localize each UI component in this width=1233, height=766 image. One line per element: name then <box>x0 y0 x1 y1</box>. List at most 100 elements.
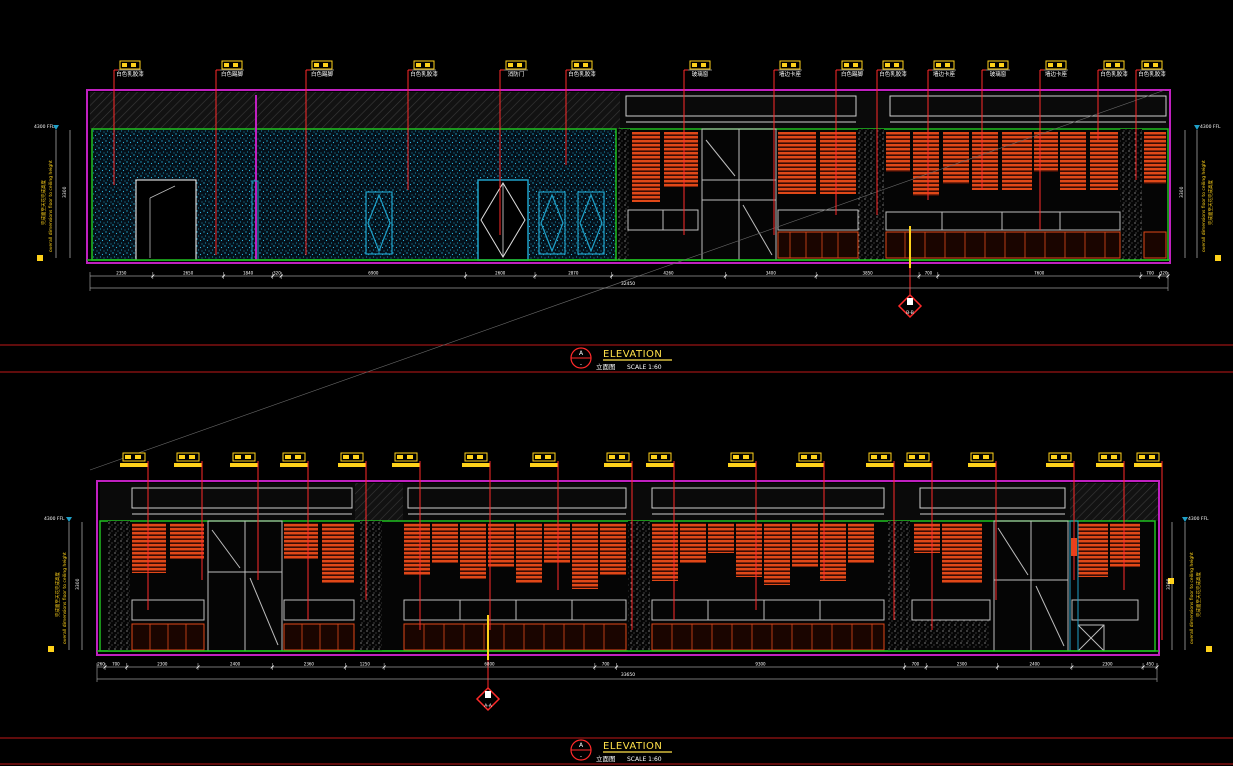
elevation-scale-a: SCALE 1:60 <box>627 364 662 371</box>
dimension-label-a: 1840 <box>243 271 254 276</box>
dimension-label-a: 3850 <box>863 271 874 276</box>
callout-tag-a: 白色乳胶漆 <box>565 60 596 165</box>
callout-tag-a: 墙边卡座 <box>927 60 956 200</box>
dimension-label-b: 2400 <box>230 662 241 667</box>
callout-tag-b <box>174 452 203 580</box>
elevation-a-frame <box>86 89 1171 264</box>
callout-tag-a: 墙边卡座 <box>1039 60 1068 230</box>
marker-sub-a: - <box>580 361 582 368</box>
callout-label: 白色乳胶漆 <box>1138 70 1166 78</box>
callout-label: 白色踢脚 <box>311 70 334 78</box>
marker-letter-b: A <box>579 742 584 749</box>
dimension-label-b: 9300 <box>755 662 766 667</box>
callout-tag-a: 白色乳胶漆 <box>876 60 907 215</box>
callout-tag-b <box>1134 452 1163 640</box>
glass-windows-b <box>131 520 1139 652</box>
callout-label: 墙边卡座 <box>1045 70 1068 78</box>
callout-label: 白色乳胶漆 <box>568 70 596 78</box>
dimension-label-a: 700 <box>925 271 933 276</box>
height-left-a: 3300 <box>62 186 68 198</box>
side-text-right-a-2: 完成面至天花完成高度 <box>1207 180 1214 225</box>
height-right-b: 3300 <box>1166 578 1172 590</box>
level-left-a: 4300 FFL <box>34 124 55 130</box>
dimension-label-b: 700 <box>912 662 920 667</box>
callout-tag-a: 白色踢脚 <box>305 60 334 255</box>
callout-label: 白色踢脚 <box>221 70 244 78</box>
slat-panels-a <box>632 132 1166 202</box>
callout-tag-a: 玻璃窗 <box>981 60 1010 190</box>
side-text-left-b-2: 完成面至天花完成高度 <box>54 572 61 617</box>
elevation-subtitle-a: 立面图 <box>596 362 616 371</box>
elevation-title-a: ELEVATION <box>603 349 662 360</box>
callout-label: 消防门 <box>508 70 525 78</box>
callout-label: 玻璃窗 <box>692 70 709 78</box>
callout-tag-b <box>646 452 675 620</box>
callout-tag-a: 玻璃窗 <box>683 60 712 235</box>
callout-tag-a: 白色乳胶漆 <box>113 60 144 185</box>
callout-tag-a: 白色踢脚 <box>835 60 864 215</box>
side-text-left-b-1: overall dimensions floor to ceiling heig… <box>62 552 68 644</box>
callout-tag-b <box>530 452 559 590</box>
side-text-right-b-1: overall dimensions floor to ceiling heig… <box>1189 552 1195 644</box>
dimension-label-b: 2300 <box>1102 662 1113 667</box>
section-marker-a: B-B <box>897 293 923 319</box>
dimension-label-b: 260 <box>97 662 105 667</box>
dimension-label-b: 700 <box>602 662 610 667</box>
dimension-label-b: 2300 <box>157 662 168 667</box>
dimension-label-a: 700 <box>1146 271 1154 276</box>
dimension-label-a: 320 <box>273 271 281 276</box>
marker-sub-b: - <box>580 753 582 760</box>
dimension-label-b: 2360 <box>304 662 315 667</box>
side-annotations-a: 4300 FFL 4300 FFL overall dimensions flo… <box>34 124 1221 261</box>
callout-tag-a: 白色乳胶漆 <box>407 60 438 190</box>
callout-tag-b <box>1096 452 1125 590</box>
dimension-label-a: 2650 <box>183 271 194 276</box>
side-annotations-b: 4300 FFL 4300 FFL overall dimensions flo… <box>44 516 1212 652</box>
callout-tag-b <box>338 452 367 600</box>
dimension-label-a: 3400 <box>766 271 777 276</box>
slat-panels-b <box>132 523 1140 589</box>
dimension-label-a: 2870 <box>568 271 579 276</box>
section-marker-b: A-A <box>475 686 501 712</box>
dimension-label-a: 4260 <box>663 271 674 276</box>
callout-tag-a: 白色乳胶漆 <box>1135 60 1166 180</box>
callout-tag-a: 墙边卡座 <box>773 60 802 235</box>
level-left-b: 4300 FFL <box>44 516 65 522</box>
side-text-left-a-1: overall dimensions floor to ceiling heig… <box>48 160 54 252</box>
callout-label: 玻璃窗 <box>990 70 1007 78</box>
callout-tag-b <box>230 452 259 580</box>
title-block-b: A - ELEVATION 立面图 SCALE 1:60 <box>570 739 672 763</box>
banquette-seats-a <box>777 231 1167 259</box>
callout-tag-b <box>728 452 757 610</box>
callout-label: 墙边卡座 <box>933 70 956 78</box>
callout-tag-b <box>604 452 633 630</box>
dimension-label-a: 2350 <box>116 271 127 276</box>
elevation-subtitle-b: 立面图 <box>596 754 616 763</box>
dimension-label-a: 6900 <box>368 271 379 276</box>
side-text-left-a-2: 完成面至天花完成高度 <box>40 180 47 225</box>
callout-label: 墙边卡座 <box>779 70 802 78</box>
callout-tag-b <box>280 452 309 620</box>
level-right-b: 4300 FFL <box>1188 516 1209 522</box>
dimension-label-b: 2300 <box>957 662 968 667</box>
marker-letter-a: A <box>579 350 584 357</box>
side-text-right-b-2: 完成面至天花完成高度 <box>1195 572 1202 617</box>
callout-tag-b <box>462 452 491 630</box>
dimension-label-b: 700 <box>112 662 120 667</box>
callout-tag-b <box>1046 452 1075 580</box>
ceiling-band-a <box>90 92 620 129</box>
callout-label: 白色踢脚 <box>841 70 864 78</box>
elevation-b-frame <box>96 480 1160 656</box>
dimension-label-b: 2400 <box>1030 662 1041 667</box>
elevation-a <box>0 89 1233 471</box>
height-right-a: 3300 <box>1179 186 1185 198</box>
callout-label: 白色乳胶漆 <box>879 70 907 78</box>
callout-tag-a: 白色乳胶漆 <box>1097 60 1128 140</box>
callout-tag-a: 白色踢脚 <box>215 60 244 255</box>
total-dim-a: 32450 <box>621 281 635 287</box>
callout-tag-b <box>866 452 895 620</box>
callout-tag-b <box>904 452 933 630</box>
dimension-label-a: 2600 <box>495 271 506 276</box>
callout-tag-b <box>392 452 421 630</box>
